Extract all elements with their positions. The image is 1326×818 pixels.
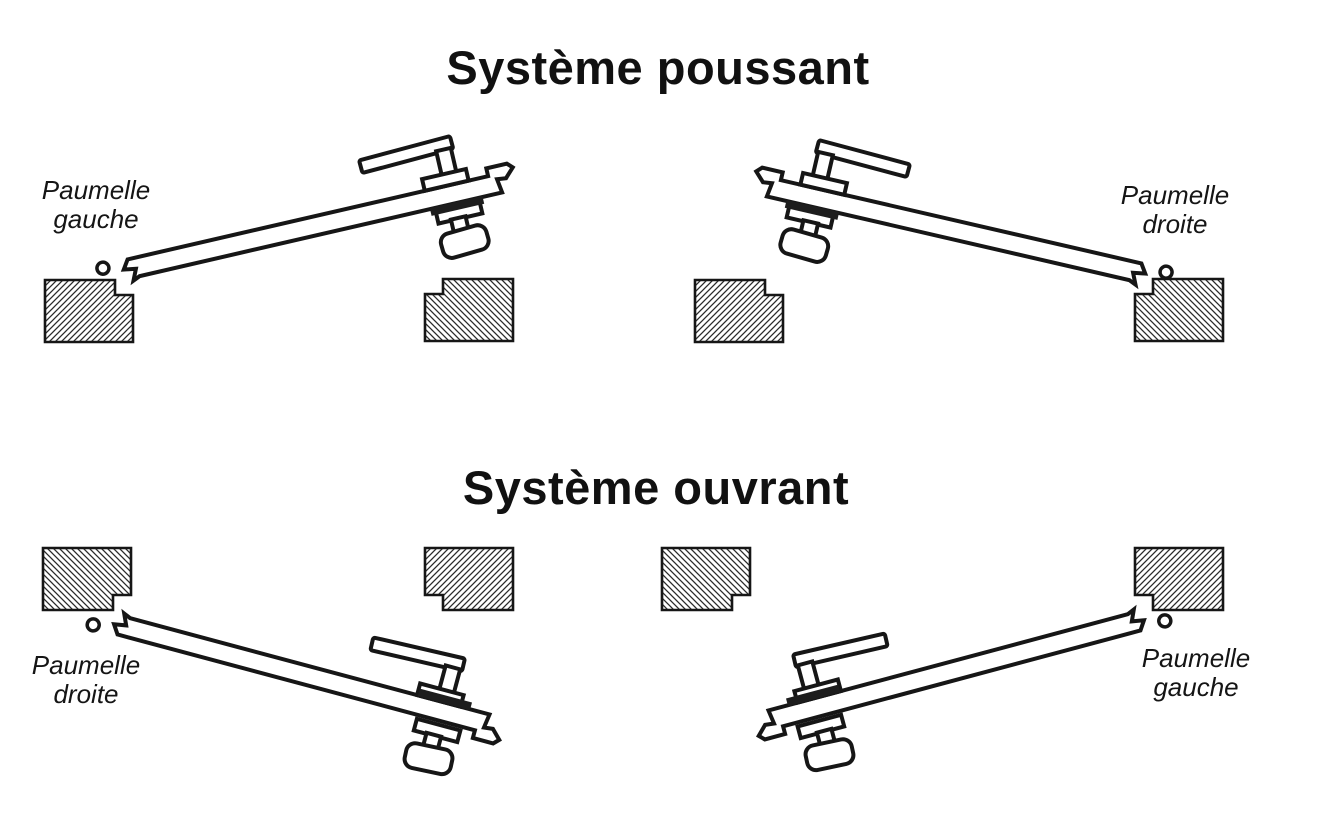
label-line: gauche	[1153, 672, 1239, 702]
label-line: Paumelle	[41, 175, 151, 205]
diagram-ouvrant-paumelle-gauche	[660, 546, 1225, 777]
door-assembly	[750, 598, 1176, 777]
label-paumelle-droite-bottom-left: Paumelle droite	[32, 651, 140, 709]
label-line: gauche	[53, 204, 139, 234]
wall-jamb-block	[1133, 277, 1225, 343]
label-line: droite	[53, 679, 119, 709]
diagram-poussant-paumelle-gauche	[43, 130, 521, 344]
wall-jamb-block	[43, 278, 135, 344]
diagram-poussant-paumelle-droite	[693, 134, 1225, 344]
section-title-systeme-ouvrant: Système ouvrant	[462, 461, 850, 514]
label-paumelle-gauche-bottom-right: Paumelle gauche	[1142, 644, 1250, 702]
label-line: Paumelle	[1120, 180, 1230, 210]
wall-jamb-block	[41, 546, 133, 612]
wall-jamb-block	[1133, 546, 1225, 612]
label-line: droite	[1142, 209, 1208, 239]
label-line: Paumelle	[1141, 643, 1251, 673]
section-title-systeme-poussant: Système poussant	[446, 41, 870, 94]
wall-jamb-block	[423, 546, 515, 612]
label-line: Paumelle	[31, 650, 141, 680]
label-paumelle-droite-top-right: Paumelle droite	[1121, 181, 1229, 239]
wall-jamb-block	[693, 278, 785, 344]
diagram-ouvrant-paumelle-droite	[41, 546, 515, 781]
door-assembly	[748, 134, 1177, 295]
wall-jamb-block	[423, 277, 515, 343]
wall-jamb-block	[660, 546, 752, 612]
label-paumelle-gauche-top-left: Paumelle gauche	[42, 176, 150, 234]
